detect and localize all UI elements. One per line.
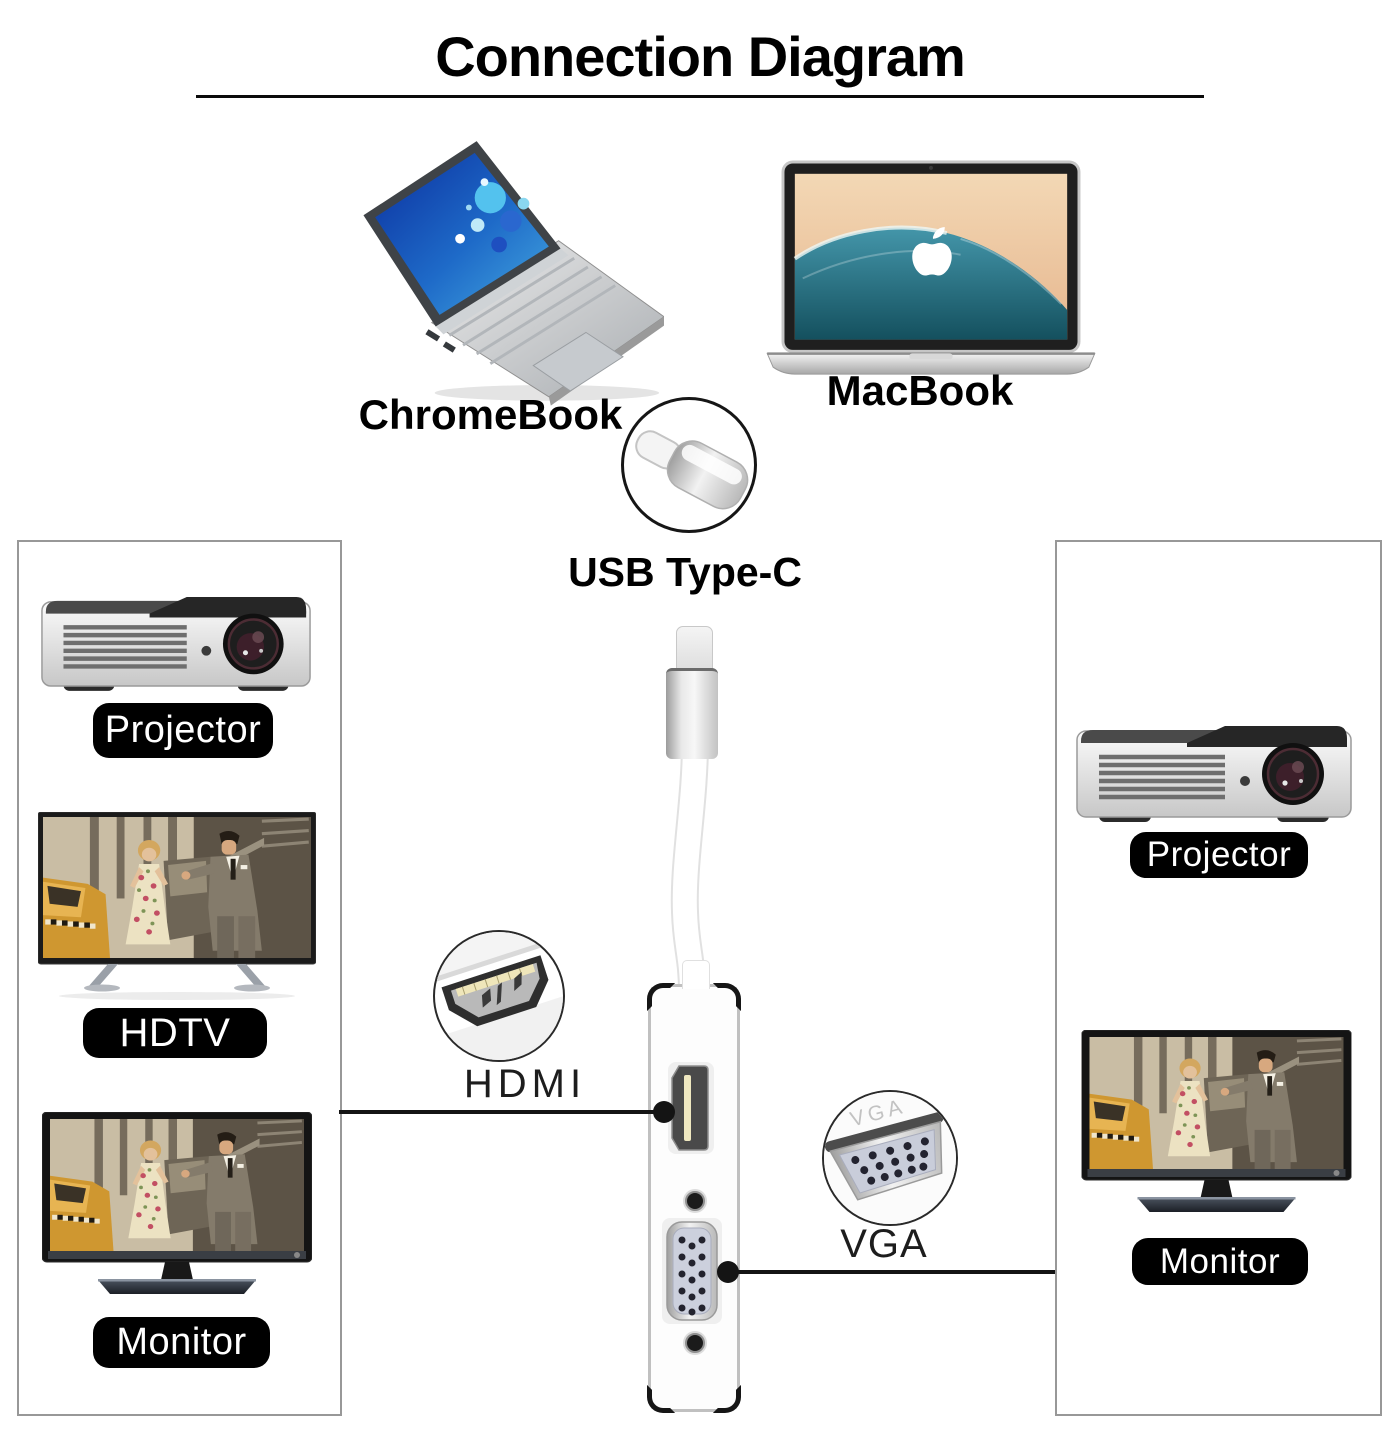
apple-logo bbox=[912, 227, 952, 276]
connection-dot-vga bbox=[717, 1261, 739, 1283]
chromebook-image bbox=[363, 141, 664, 406]
cable-strain-relief bbox=[682, 960, 710, 989]
projector-label: Projector bbox=[93, 703, 273, 758]
corner-accent bbox=[713, 983, 741, 1011]
chromebook-label: ChromeBook bbox=[358, 391, 623, 438]
corner-accent bbox=[647, 1385, 675, 1413]
monitor-image bbox=[42, 1112, 312, 1304]
projector-image bbox=[40, 585, 312, 697]
hdmi-callout-label: HDMI bbox=[463, 1062, 587, 1106]
left-devices-panel: Projector HDTV Monitor bbox=[17, 540, 342, 1416]
screw-hole bbox=[685, 1191, 705, 1211]
screw-hole bbox=[685, 1333, 705, 1353]
usb-type-c-label: USB Type-C bbox=[568, 549, 802, 595]
connection-dot-hdmi bbox=[653, 1101, 675, 1123]
hdtv-label: HDTV bbox=[83, 1008, 267, 1058]
hdmi-closeup-icon bbox=[435, 932, 563, 1060]
chromebook-wallpaper-bubbles bbox=[455, 178, 530, 253]
macbook-label: MacBook bbox=[826, 367, 1014, 414]
corner-accent bbox=[647, 983, 675, 1011]
projector-label: Projector bbox=[1130, 832, 1308, 878]
corner-accent bbox=[713, 1385, 741, 1413]
vga-port bbox=[662, 1218, 722, 1324]
title-underline bbox=[196, 95, 1204, 98]
vga-closeup-icon: VGA bbox=[824, 1092, 956, 1224]
hdmi-port-icon bbox=[671, 1065, 709, 1151]
monitor-label: Monitor bbox=[93, 1317, 270, 1368]
right-devices-panel: Projector Monitor bbox=[1055, 540, 1382, 1416]
macbook-image bbox=[766, 160, 1096, 375]
connection-line-hdmi bbox=[339, 1110, 666, 1114]
hdmi-zoom-circle bbox=[433, 930, 565, 1062]
usb-c-plug-body bbox=[666, 668, 718, 759]
usb-c-plug-tip bbox=[676, 626, 713, 676]
hdtv-image bbox=[37, 812, 317, 1002]
vga-callout-label: VGA bbox=[840, 1222, 928, 1266]
monitor-label: Monitor bbox=[1132, 1238, 1308, 1285]
monitor-image bbox=[1078, 1030, 1355, 1222]
projector-image bbox=[1075, 715, 1353, 827]
adapter-cable bbox=[670, 742, 709, 994]
usb-c-plug-icon bbox=[635, 430, 749, 510]
usb-c-zoom-circle bbox=[621, 397, 757, 533]
connection-line-vga bbox=[727, 1270, 1055, 1274]
vga-zoom-circle: VGA bbox=[822, 1090, 958, 1226]
hdmi-port bbox=[668, 1062, 714, 1154]
vga-port-icon bbox=[666, 1221, 718, 1321]
page-title: Connection Diagram bbox=[435, 25, 966, 88]
